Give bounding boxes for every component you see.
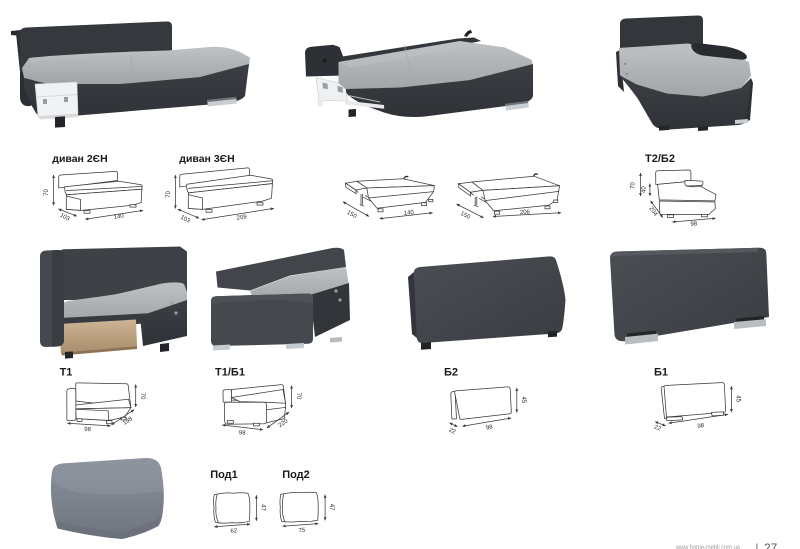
svg-text:220: 220 bbox=[278, 418, 290, 429]
svg-text:47: 47 bbox=[328, 504, 334, 511]
svg-text:98: 98 bbox=[84, 427, 92, 433]
svg-text:98: 98 bbox=[690, 221, 698, 228]
svg-text:209: 209 bbox=[236, 214, 247, 222]
svg-text:диван 2ЄН: диван 2ЄН bbox=[52, 153, 107, 165]
svg-text:70: 70 bbox=[166, 191, 172, 198]
svg-text:204: 204 bbox=[647, 206, 658, 218]
svg-text:47: 47 bbox=[259, 504, 265, 511]
svg-text:Под1: Под1 bbox=[210, 469, 238, 481]
svg-text:Б2: Б2 bbox=[444, 367, 458, 379]
svg-text:22: 22 bbox=[448, 427, 457, 436]
svg-text:140: 140 bbox=[404, 210, 415, 217]
svg-text:www.home-mebli.com.ua: www.home-mebli.com.ua bbox=[675, 543, 740, 549]
svg-text:98: 98 bbox=[697, 423, 705, 430]
svg-text:|: | bbox=[756, 543, 759, 549]
svg-text:70: 70 bbox=[631, 182, 637, 189]
svg-text:70: 70 bbox=[44, 189, 50, 196]
svg-text:Т2/Б2: Т2/Б2 bbox=[645, 153, 675, 165]
svg-text:70: 70 bbox=[139, 393, 145, 400]
svg-text:диван 3ЄН: диван 3ЄН bbox=[179, 153, 234, 165]
svg-text:103: 103 bbox=[59, 213, 71, 223]
svg-text:22: 22 bbox=[653, 425, 662, 433]
svg-text:150: 150 bbox=[346, 210, 358, 221]
svg-text:45: 45 bbox=[520, 396, 526, 403]
svg-text:150: 150 bbox=[459, 211, 471, 221]
svg-text:45: 45 bbox=[735, 395, 741, 402]
svg-text:198: 198 bbox=[122, 416, 134, 427]
svg-text:Б1: Б1 bbox=[654, 367, 668, 379]
svg-text:140: 140 bbox=[113, 213, 124, 221]
svg-text:62: 62 bbox=[230, 528, 238, 534]
svg-text:40: 40 bbox=[641, 186, 647, 193]
svg-text:Под2: Под2 bbox=[282, 469, 310, 481]
svg-text:75: 75 bbox=[298, 528, 306, 534]
svg-text:98: 98 bbox=[238, 430, 246, 437]
svg-text:103: 103 bbox=[179, 215, 191, 225]
svg-text:27: 27 bbox=[764, 541, 778, 549]
svg-text:Т1: Т1 bbox=[60, 367, 73, 379]
svg-text:206: 206 bbox=[520, 209, 531, 216]
svg-text:Т1/Б1: Т1/Б1 bbox=[215, 367, 245, 379]
svg-text:70: 70 bbox=[295, 393, 301, 400]
svg-text:98: 98 bbox=[486, 424, 494, 431]
